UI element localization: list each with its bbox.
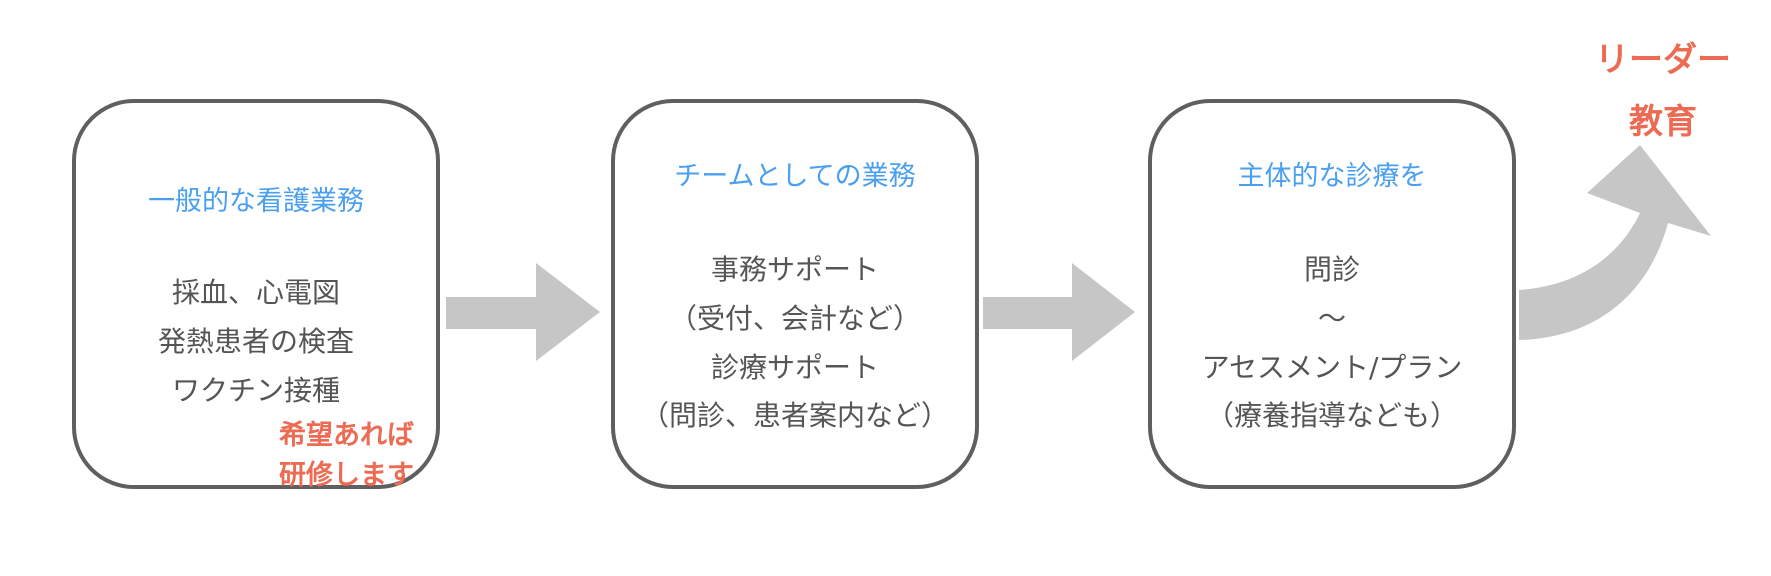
step-line: ワクチン接種 [171,374,340,407]
training-note: 研修します [279,460,414,491]
training-note: 希望あれば [279,420,414,451]
step-box-independent-care: 主体的な診療を 問診 〜 アセスメント/プラン （療養指導なども） [1148,99,1516,489]
goal-label: 教育 [1629,102,1697,142]
step-line: 発熱患者の検査 [157,325,354,358]
step-line: 〜 [1317,302,1346,335]
step-title: チームとしての業務 [674,161,916,192]
step-box-team-work: チームとしての業務 事務サポート （受付、会計など） 診療サポート （問診、患者… [611,99,979,489]
step-title: 一般的な看護業務 [148,186,364,217]
step-line: 事務サポート [710,253,879,286]
step-line: 採血、心電図 [171,276,340,309]
step-line: （療養指導なども） [1205,399,1458,432]
goal-label: リーダー [1595,40,1731,80]
step-line: 問診 [1303,253,1360,286]
arrow-right-1 [446,263,600,361]
step-line: 診療サポート [710,351,879,384]
step-line: アセスメント/プラン [1201,351,1463,384]
step-line: （受付、会計など） [668,302,921,335]
step-line: （問診、患者案内など） [640,399,949,432]
arrow-curved-up [1519,145,1711,340]
arrow-right-2 [983,263,1135,361]
step-box-general-nursing: 一般的な看護業務 採血、心電図 発熱患者の検査 ワクチン接種 希望あれば 研修し… [72,99,440,491]
step-title: 主体的な診療を [1237,161,1427,192]
